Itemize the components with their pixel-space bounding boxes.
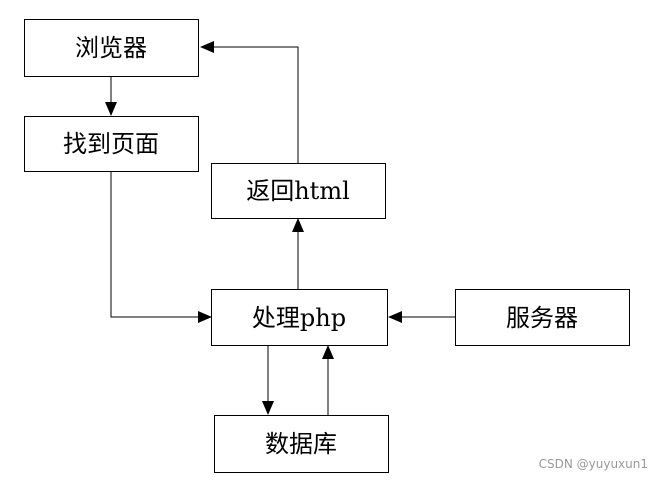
- edge-process-php-to-database: [262, 345, 274, 415]
- node-return-html-label: 返回html: [246, 177, 350, 205]
- node-process-php: 处理php: [211, 289, 388, 346]
- edge-browser-to-find-page: [105, 77, 117, 116]
- node-database: 数据库: [214, 415, 389, 473]
- edge-database-to-process-php: [322, 345, 334, 415]
- node-find-page-label: 找到页面: [63, 130, 159, 158]
- node-find-page: 找到页面: [24, 116, 199, 172]
- node-process-php-label: 处理php: [252, 304, 346, 332]
- edge-find-page-to-process-php: [110, 171, 212, 323]
- edge-process-php-to-return-html: [292, 218, 304, 289]
- watermark: CSDN @yuyuxun1: [538, 457, 648, 471]
- node-database-label: 数据库: [265, 430, 337, 458]
- node-browser-label: 浏览器: [75, 34, 147, 62]
- node-server: 服务器: [455, 289, 630, 346]
- node-server-label: 服务器: [506, 304, 578, 332]
- edges: [105, 41, 455, 415]
- node-browser: 浏览器: [24, 19, 199, 77]
- node-return-html: 返回html: [211, 163, 386, 219]
- edge-return-html-to-browser: [200, 41, 299, 163]
- edge-server-to-process-php: [388, 311, 455, 323]
